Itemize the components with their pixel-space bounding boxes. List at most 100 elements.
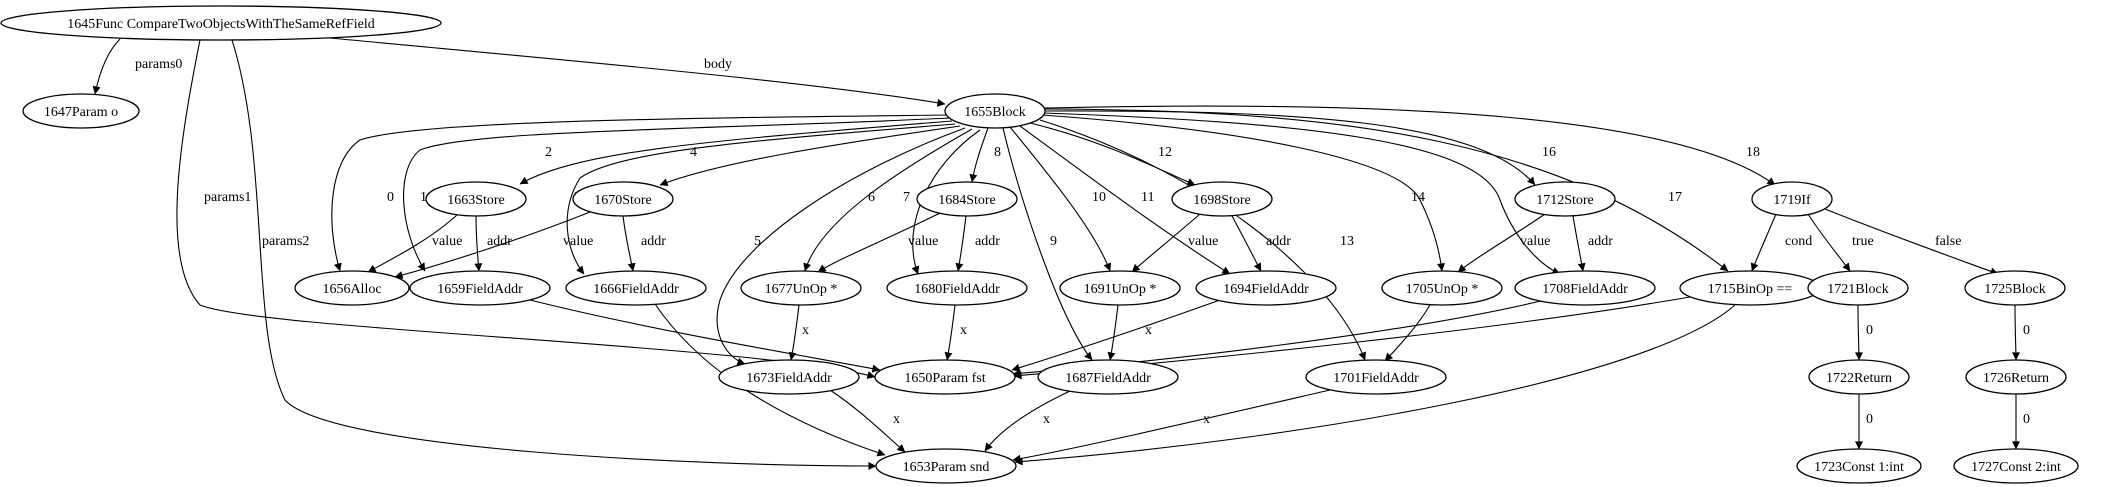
edge-line	[1041, 114, 1446, 272]
edge-label: x	[1043, 412, 1050, 427]
edge-label: x	[0, 0, 7, 4]
edge-label: value	[563, 234, 593, 249]
edge-line	[1014, 304, 1736, 466]
edge-label: 8	[994, 145, 1001, 160]
node-ellipse	[1953, 448, 2079, 484]
edge-label: params0	[135, 57, 182, 72]
edge-line	[1011, 299, 1221, 372]
edge-label: 18	[1746, 145, 1760, 160]
edge-line	[1002, 127, 1093, 361]
edge-line	[367, 213, 459, 273]
edge-label: 0	[2023, 412, 2030, 427]
node-ellipse	[1171, 181, 1273, 217]
edge-label: 5	[754, 234, 761, 249]
edge-label: x	[802, 323, 809, 338]
edge-line	[955, 215, 967, 272]
node-1666: 1666FieldAddr	[565, 270, 707, 306]
node-ellipse	[1751, 181, 1833, 217]
node-ellipse	[1514, 270, 1656, 306]
edge-1645-1650: params1	[176, 39, 876, 379]
node-ellipse	[294, 270, 410, 306]
node-label: 1725Block	[1984, 282, 2045, 297]
node-1712: 1712Store	[1514, 181, 1616, 217]
node-label: 1677UnOp *	[765, 282, 838, 297]
edge-1655-1684: 8	[969, 127, 1001, 183]
edge-1655-1670: 4	[659, 125, 961, 187]
edge-1673-1653: x	[829, 389, 906, 453]
node-1650: 1650Param fst	[874, 359, 1016, 395]
node-ellipse	[1381, 270, 1503, 306]
nodes-layer: 1645Func CompareTwoObjectsWithTheSameRef…	[0, 5, 2079, 484]
edge-1684-1677: value	[817, 212, 941, 273]
edge-1687-1653: x	[984, 390, 1071, 452]
edge-line	[944, 304, 956, 361]
edge-line	[969, 127, 989, 183]
node-label: 1653Param snd	[903, 460, 990, 475]
edge-label: 0	[2023, 323, 2030, 338]
edge-label: 11	[1141, 190, 1154, 205]
edge-1655-1694: 11	[1019, 125, 1231, 275]
edge-line	[566, 123, 956, 275]
node-1663: 1663Store	[425, 181, 527, 217]
edge-label: 14	[1411, 190, 1425, 205]
node-1673: 1673FieldAddr	[718, 359, 860, 395]
edge-line	[1807, 213, 1851, 272]
node-1719: 1719If	[1751, 181, 1833, 217]
edge-1645-1647: params0	[92, 38, 182, 95]
edge-label: 13	[1340, 234, 1354, 249]
node-1723: 1723Const 1:int	[1796, 448, 1922, 484]
edge-line	[176, 39, 876, 379]
node-1670: 1670Store	[572, 181, 674, 217]
edge-label: 0	[1866, 323, 1873, 338]
edge-1670-1656: value	[394, 211, 593, 279]
edge-1655-1719: 18	[1044, 105, 1776, 186]
node-label: 1719If	[1773, 193, 1811, 208]
node-label: 1647Param o	[44, 105, 118, 120]
edge-label: true	[1852, 234, 1874, 249]
node-1708: 1708FieldAddr	[1514, 270, 1656, 306]
edge-line	[659, 125, 961, 187]
edge-1698-1694: addr	[1231, 215, 1291, 272]
node-label: 1691UnOp *	[1084, 282, 1157, 297]
edge-1663-1659: addr	[474, 215, 512, 272]
edge-label: x	[960, 323, 967, 338]
node-1645: 1645Func CompareTwoObjectsWithTheSameRef…	[0, 5, 442, 41]
edge-1705-1701	[1384, 304, 1431, 362]
edge-label: 6	[868, 190, 875, 205]
node-ellipse	[572, 181, 674, 217]
edge-1722-1723: 0	[1855, 394, 1873, 450]
node-1694: 1694FieldAddr	[1195, 270, 1337, 306]
edge-1677-1673	[788, 304, 800, 361]
edge-line	[519, 120, 953, 185]
edge-1708-1650: x	[0, 0, 1546, 378]
edge-line	[1572, 215, 1586, 272]
edge-line	[1750, 213, 1777, 272]
node-ellipse	[718, 359, 860, 395]
edge-label: 1	[420, 190, 427, 205]
node-ellipse	[1305, 359, 1447, 395]
edge-label: x	[1203, 412, 1210, 427]
node-label: 1701FieldAddr	[1333, 371, 1419, 386]
node-1726: 1726Return	[1965, 359, 2067, 395]
edge-1719-1715: cond	[1750, 213, 1812, 272]
node-label: 1715BinOp ==	[1708, 282, 1793, 297]
edge-line	[1854, 304, 1863, 361]
edge-line	[984, 390, 1071, 452]
edges-layer: params0bodyparams1params2012345678910111…	[0, 0, 2030, 470]
edge-1645-1655: body	[329, 37, 946, 107]
edge-1691-1687	[1107, 304, 1119, 361]
edge-label: addr	[1266, 234, 1291, 249]
node-ellipse	[944, 93, 1046, 129]
edge-line	[716, 127, 966, 366]
edge-line	[1009, 126, 1112, 272]
edge-label: 17	[1668, 190, 1682, 205]
node-ellipse	[1964, 270, 2066, 306]
node-label: 1680FieldAddr	[914, 282, 1000, 297]
edge-line	[231, 39, 877, 470]
edge-1655-1708: 15	[1042, 112, 1561, 275]
edge-label: 10	[1092, 190, 1106, 205]
edge-1655-1673: 5	[716, 127, 966, 366]
edge-1655-1659: 1	[403, 117, 951, 272]
edge-line	[2011, 304, 2020, 361]
node-ellipse	[1059, 270, 1181, 306]
